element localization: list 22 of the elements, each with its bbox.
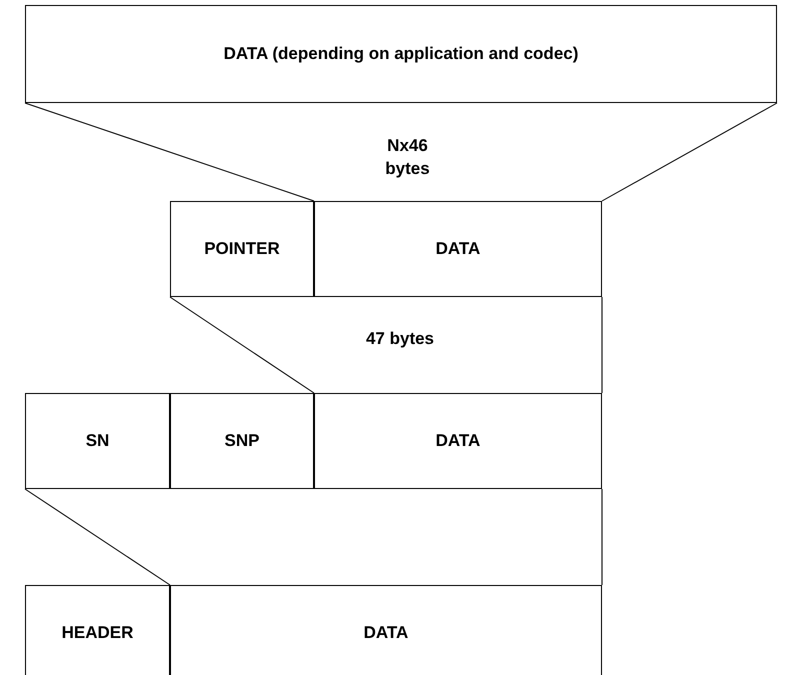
packet-field-box <box>25 393 170 489</box>
field-label: SNP <box>224 431 260 451</box>
expansion-line <box>602 102 778 202</box>
field-label: HEADER <box>62 623 134 643</box>
packet-field-box <box>170 393 314 489</box>
packet-field-box <box>314 201 602 297</box>
packet-field-box <box>170 585 602 675</box>
field-label: DATA <box>364 623 408 643</box>
field-label: POINTER <box>204 239 280 259</box>
expansion-line <box>24 488 170 586</box>
payload-box <box>25 5 777 103</box>
field-label: DATA <box>436 239 480 259</box>
expansion-line <box>170 296 314 394</box>
packet-field-box <box>25 585 170 675</box>
expansion-line <box>24 102 314 202</box>
field-label: DATA (depending on application and codec) <box>224 44 578 64</box>
size-label: Nx46 bytes <box>384 135 431 180</box>
size-label: 47 bytes <box>364 328 436 350</box>
field-label: DATA <box>436 431 480 451</box>
packet-field-box <box>314 393 602 489</box>
field-label: SN <box>86 431 110 451</box>
packet-field-box <box>170 201 314 297</box>
